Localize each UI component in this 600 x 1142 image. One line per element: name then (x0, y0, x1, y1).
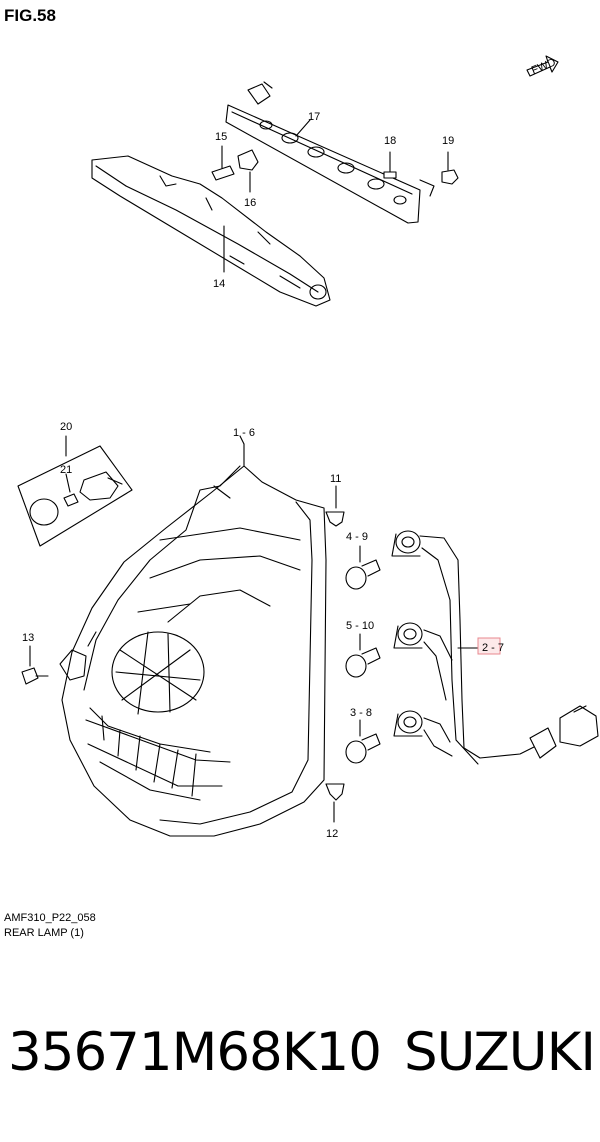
screw-part-13 (21, 645, 49, 685)
part-number: 35671M68K10 (8, 1022, 382, 1083)
stop-lamp-part-14 (91, 155, 331, 307)
grommet-part-12 (325, 783, 345, 823)
fwd-label: FWD (530, 56, 558, 77)
diagram-description: REAR LAMP (1) (4, 927, 84, 939)
figure-title: FIG.58 (4, 6, 56, 25)
callout-17: 17 (308, 111, 320, 123)
bulb-part-4-9 (345, 545, 381, 590)
callout-14: 14 (213, 278, 225, 290)
callout-3-8: 3 - 8 (350, 707, 372, 719)
callout-20: 20 (60, 421, 72, 433)
exploded-parts-diagram: 17 15 18 19 16 14 20 1 - 6 21 11 4 - 9 1… (17, 55, 599, 840)
callout-19: 19 (442, 135, 454, 147)
bulb-part-15 (211, 145, 235, 181)
bulb-part-3-8 (345, 719, 381, 764)
callout-13: 13 (22, 632, 34, 644)
diagram-code: AMF310_P22_058 (4, 912, 96, 924)
callout-12: 12 (326, 828, 338, 840)
callout-5-10: 5 - 10 (346, 620, 374, 632)
bracket-part-17 (225, 81, 435, 224)
brand-name: SUZUKI (404, 1022, 596, 1083)
screw-part-18 (383, 151, 397, 179)
socket-part-16 (237, 149, 259, 193)
bulb-part-5-10 (345, 633, 381, 678)
callout-2-7: 2 - 7 (482, 642, 504, 654)
highlight-box (477, 637, 501, 655)
rear-lamp-housing-part-1-6 (59, 443, 327, 837)
forward-arrow-icon (526, 55, 559, 77)
bulb-kit-part-20 (17, 435, 133, 547)
callout-11: 11 (330, 473, 341, 485)
nut-part-19 (441, 151, 459, 185)
grommet-part-11 (325, 485, 345, 527)
callout-4-9: 4 - 9 (346, 531, 368, 543)
callout-18: 18 (384, 135, 396, 147)
wiring-harness-part-2-7 (391, 530, 599, 765)
callout-15: 15 (215, 131, 227, 143)
callout-1-6: 1 - 6 (233, 427, 255, 439)
callout-21: 21 (60, 464, 72, 476)
callout-16: 16 (244, 197, 256, 209)
